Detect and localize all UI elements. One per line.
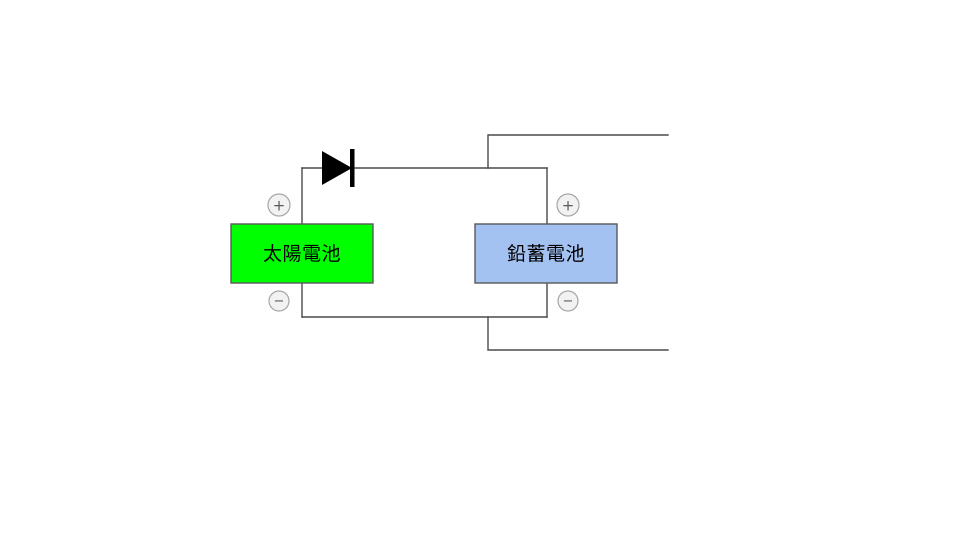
terminal-solar-positive: + <box>267 193 291 217</box>
lead-acid-battery-label: 鉛蓄電池 <box>507 243 585 265</box>
wiring-group <box>301 134 669 351</box>
minus-icon <box>557 290 579 312</box>
terminal-battery-positive-sign: + <box>562 197 575 215</box>
diode-cathode-bar <box>350 149 355 187</box>
blocking-diode-icon <box>322 149 355 187</box>
wire-external-positive-lead <box>487 134 669 169</box>
terminal-battery-negative: − <box>557 290 579 312</box>
minus-icon <box>268 290 290 312</box>
terminal-solar-negative: − <box>268 290 290 312</box>
diode-triangle <box>322 151 352 185</box>
plus-icon <box>556 193 580 217</box>
block-lead-acid-battery[interactable]: 鉛蓄電池 <box>474 223 618 284</box>
terminal-solar-negative-sign: − <box>274 294 285 309</box>
terminal-battery-positive: + <box>556 193 580 217</box>
terminal-battery-negative-sign: − <box>563 294 574 309</box>
lead-acid-battery-box[interactable] <box>474 223 618 284</box>
wire-external-negative-lead <box>487 316 669 351</box>
block-solar-cell[interactable]: 太陽電池 <box>230 223 374 284</box>
solar-cell-label: 太陽電池 <box>263 243 341 265</box>
solar-cell-box[interactable] <box>230 223 374 284</box>
plus-icon <box>267 193 291 217</box>
terminal-solar-positive-sign: + <box>273 197 286 215</box>
